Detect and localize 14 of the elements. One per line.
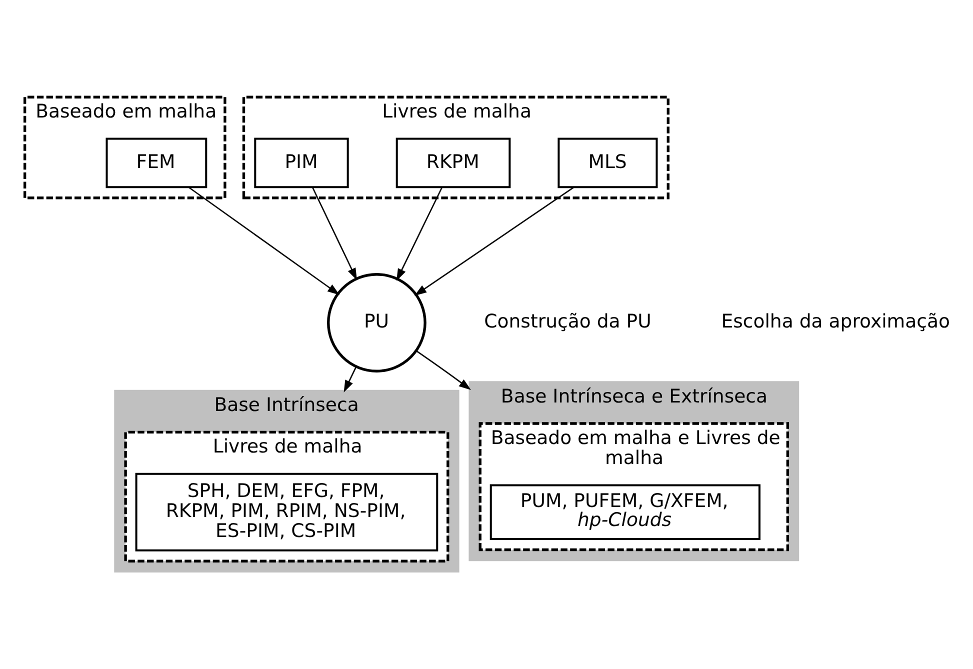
node-box: FEM [106,138,208,188]
label: Construção da PU [484,312,652,333]
node-box: SPH, DEM, EFG, FPM, RKPM, PIM, RPIM, NS-PIM, ES-PIM, CS-PIM [135,472,438,552]
arrow [396,186,443,281]
node-box: PUM, PUFEM, G/XFEM, hp-Clouds [490,484,760,540]
arrow [344,366,357,392]
arrow [414,186,574,296]
node-box: PIM [254,138,349,188]
arrow [312,186,357,280]
arrow [188,186,340,295]
label: Escolha da aproximação [721,312,950,333]
arrow [416,350,472,390]
node-box: MLS [558,138,658,188]
node-box: RKPM [396,138,511,188]
